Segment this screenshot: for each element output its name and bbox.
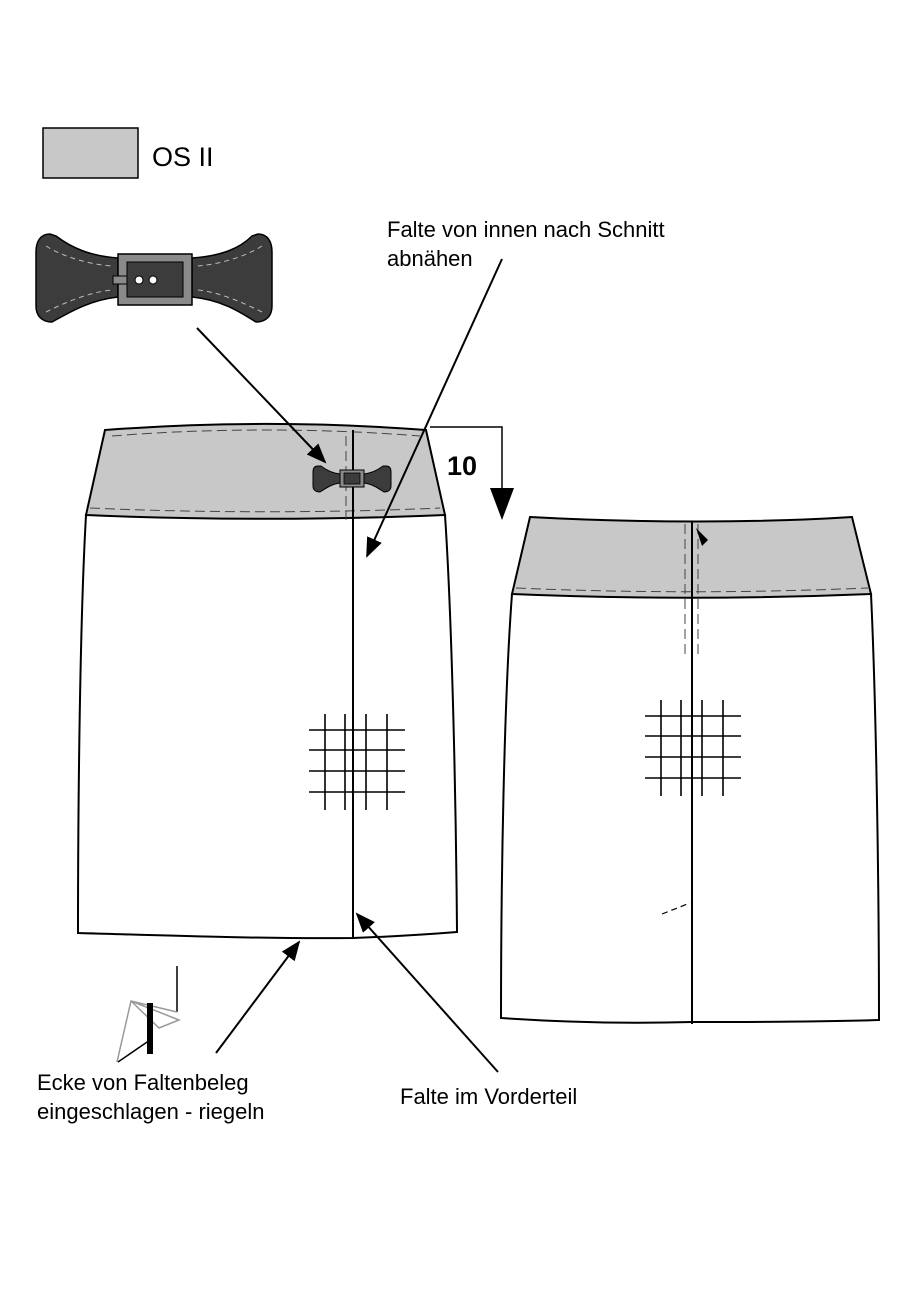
front-waistband <box>84 423 447 520</box>
buckle-leader-arrow <box>196 327 327 464</box>
legend: OS II <box>42 127 214 179</box>
front-pleat-leader-arrow <box>355 912 499 1073</box>
back-skirt <box>499 515 881 1024</box>
label-hem-corner-line1: Ecke von Faltenbeleg <box>37 1070 249 1095</box>
annotation-labels: Falte von innen nach Schnitt abnähen Eck… <box>37 217 665 1124</box>
measurement-value: 10 <box>447 451 477 481</box>
measurement-bracket: 10 <box>430 426 514 520</box>
legend-swatch <box>42 127 139 179</box>
check-pattern-sample <box>645 700 741 796</box>
small-buckle-icon <box>312 465 392 493</box>
leader-arrows <box>196 258 503 1073</box>
check-pattern-sample <box>309 714 405 810</box>
label-front-pleat: Falte im Vorderteil <box>400 1084 577 1109</box>
bar-tack-detail-icon <box>116 966 182 1063</box>
pleat-stitch-leader-arrow <box>366 258 503 558</box>
hem-corner-leader-arrow <box>215 940 301 1054</box>
label-hem-corner-line2: eingeschlagen - riegeln <box>37 1099 265 1124</box>
label-pleat-stitch-line1: Falte von innen nach Schnitt <box>387 217 665 242</box>
front-skirt <box>76 423 459 940</box>
back-skirt-body <box>499 593 881 1024</box>
legend-label: OS II <box>152 142 214 172</box>
front-skirt-body <box>76 514 459 940</box>
belt-buckle-icon <box>35 233 273 323</box>
label-pleat-stitch-line2: abnähen <box>387 246 473 271</box>
